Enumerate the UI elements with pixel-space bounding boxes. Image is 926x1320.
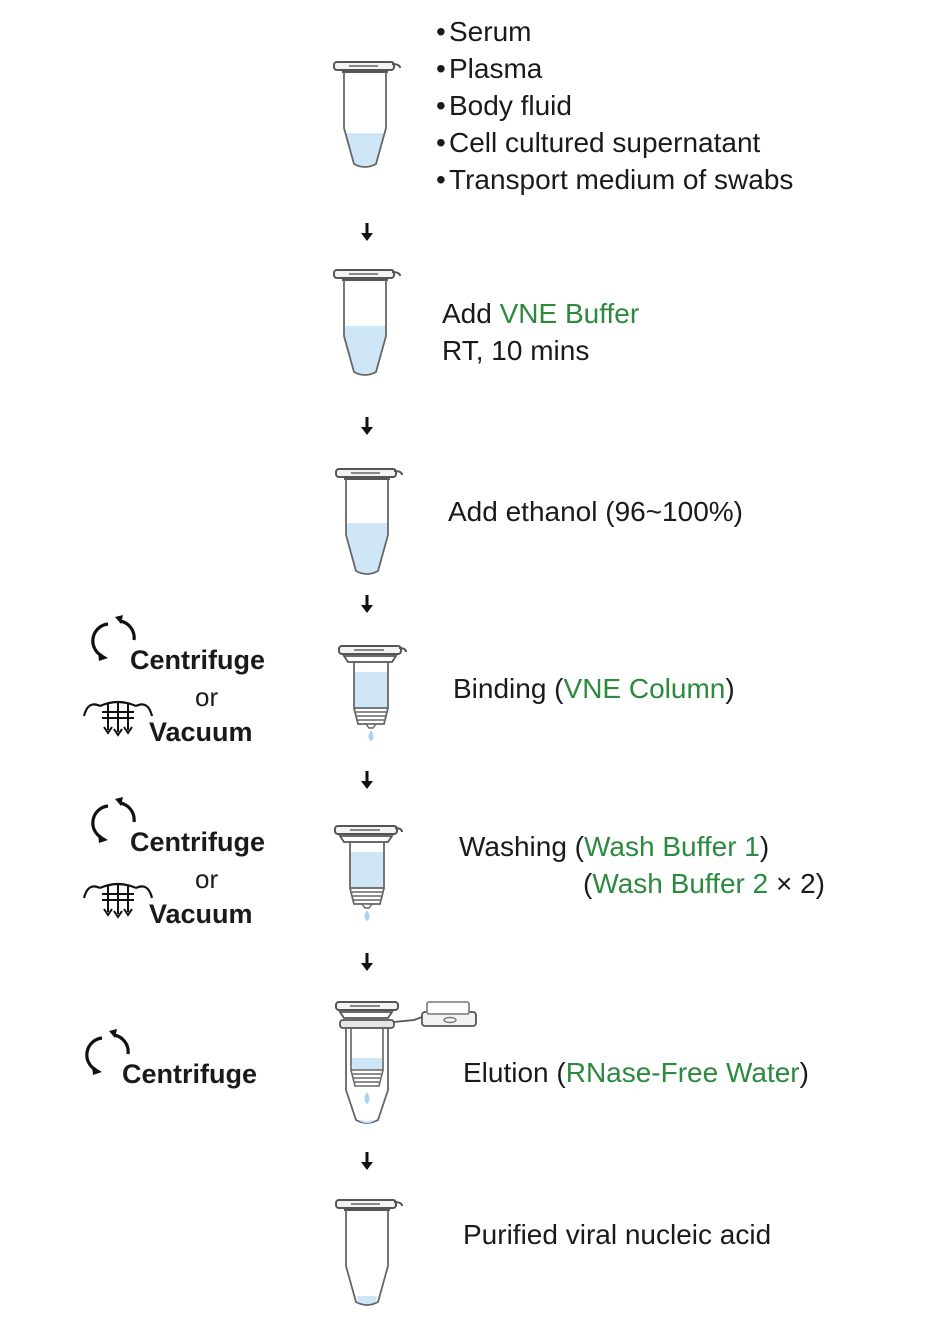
down-arrow-icon: [361, 417, 373, 435]
vacuum-label: Vacuum: [149, 717, 253, 747]
reagent-name: VNE Buffer: [499, 298, 640, 329]
buffer-tube-icon: [333, 269, 401, 376]
vacuum-icon: [82, 700, 154, 737]
ethanol-step-text: Add ethanol (96~100%): [448, 496, 743, 527]
down-arrow-icon: [361, 1152, 373, 1170]
sample-item: •Cell cultured supernatant: [436, 127, 761, 158]
reagent-name: Wash Buffer 1: [584, 831, 760, 862]
step-label: (: [583, 868, 593, 899]
sample-item: •Serum: [436, 16, 532, 47]
spin-column-icon: [338, 645, 407, 741]
down-arrow-icon: [361, 595, 373, 613]
ethanol-tube-icon: [335, 468, 403, 575]
step-label: Binding (: [453, 673, 564, 704]
sample-item: •Transport medium of swabs: [436, 164, 794, 195]
washing-step-text: Washing (Wash Buffer 1): [459, 828, 769, 865]
centrifuge-label: Centrifuge: [130, 827, 265, 857]
or-label: or: [195, 682, 219, 712]
reagent-name: RNase-Free Water: [565, 1057, 800, 1088]
centrifuge-label: Centrifuge: [130, 645, 265, 675]
centrifuge-icon: [85, 1029, 130, 1075]
step-label: ): [725, 673, 735, 704]
step-label: Washing (: [459, 831, 585, 862]
final-tube-icon: [335, 1199, 403, 1306]
step-label: ): [799, 1057, 809, 1088]
binding-step-text: Binding (VNE Column): [453, 670, 735, 707]
reagent-name: VNE Column: [563, 673, 726, 704]
or-label: or: [195, 864, 219, 894]
down-arrow-icon: [361, 771, 373, 789]
sample-item: •Body fluid: [436, 90, 572, 121]
washing-step-text-2: (Wash Buffer 2 × 2): [583, 865, 825, 902]
sample-tube-icon: [333, 61, 401, 168]
elution-tube-icon: [335, 1001, 477, 1124]
step-label: Elution (: [463, 1057, 566, 1088]
elution-step-text: Elution (RNase-Free Water): [463, 1054, 809, 1091]
centrifuge-icon: [91, 615, 136, 661]
down-arrow-icon: [361, 953, 373, 971]
centrifuge-icon: [91, 797, 136, 843]
buffer-step-text: Add VNE Buffer: [442, 295, 639, 332]
final-step-text: Purified viral nucleic acid: [463, 1219, 772, 1250]
reagent-name: Wash Buffer 2: [592, 868, 769, 899]
step-label: × 2): [768, 868, 826, 899]
buffer-condition: RT, 10 mins: [442, 335, 590, 366]
sample-item: •Plasma: [436, 53, 543, 84]
spin-column-icon: [334, 825, 403, 921]
down-arrow-icon: [361, 223, 373, 241]
step-label: ): [759, 831, 770, 862]
step-label: Add: [442, 298, 500, 329]
centrifuge-label: Centrifuge: [122, 1059, 257, 1089]
vacuum-label: Vacuum: [149, 899, 253, 929]
vacuum-icon: [82, 882, 154, 919]
sample-list: •Serum •Plasma •Body fluid •Cell culture…: [436, 13, 793, 198]
